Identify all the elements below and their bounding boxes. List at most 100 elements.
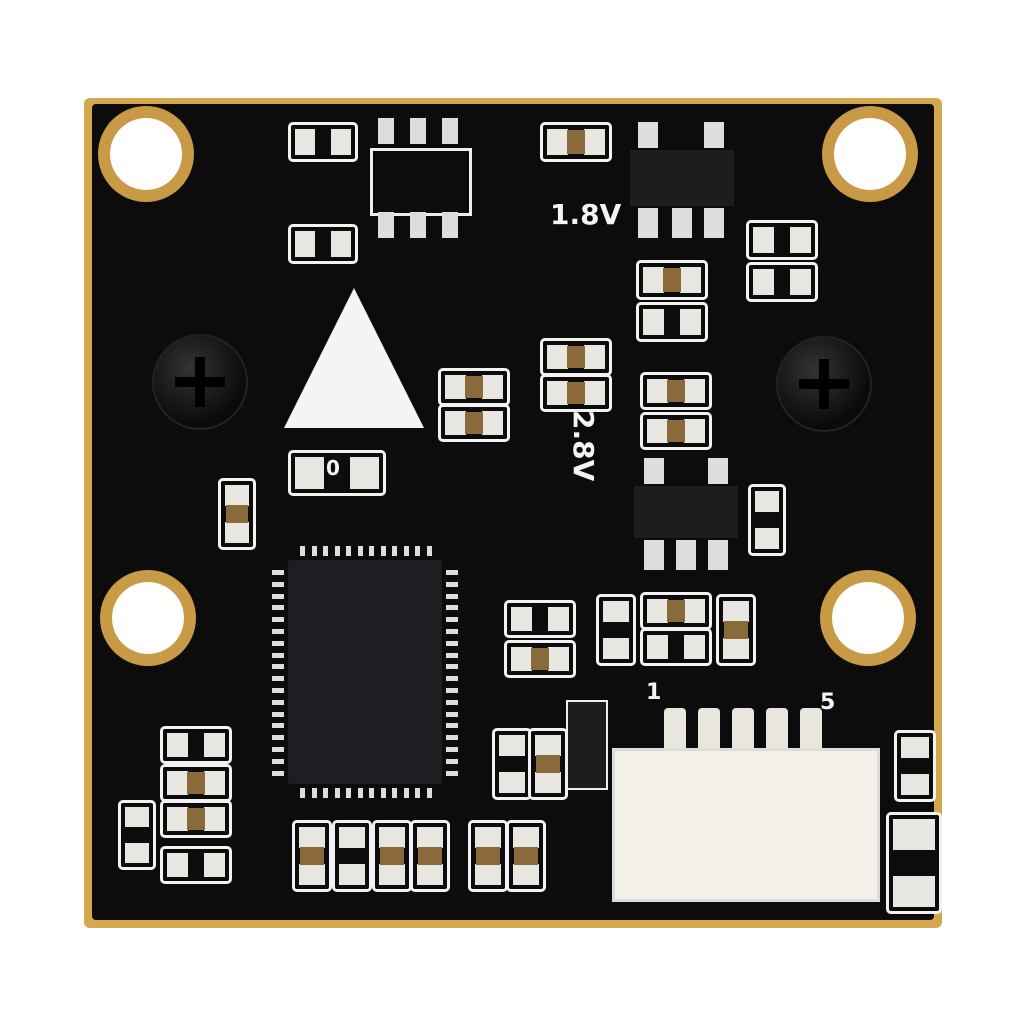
- qfn-pin: [392, 546, 397, 556]
- qfn-pin: [272, 652, 284, 658]
- qfn-pin: [272, 747, 284, 752]
- qfn-pin: [334, 546, 340, 556]
- ic-pin: [708, 458, 728, 484]
- ic-pin: [410, 212, 426, 238]
- smd-resistor: [288, 224, 358, 264]
- resistor-label-0: 0: [326, 456, 340, 480]
- mounting-hole-bottom-right: [820, 570, 916, 666]
- smd-capacitor: [438, 368, 510, 406]
- smd-resistor: [160, 846, 232, 884]
- voltage-label-1v8: 1.8V: [550, 198, 622, 231]
- connector-pin: [664, 708, 686, 754]
- qfn-pin: [415, 546, 420, 556]
- qfn-pin: [446, 770, 458, 776]
- smd-capacitor: [540, 374, 612, 412]
- qfn-pin: [446, 629, 458, 634]
- smd-capacitor: [716, 594, 756, 666]
- qfn-pin: [323, 788, 328, 798]
- smd-capacitor: [468, 820, 508, 892]
- smd-capacitor: [504, 640, 576, 678]
- smd-capacitor: [160, 764, 232, 802]
- smd-capacitor: [540, 122, 612, 162]
- qfn-pin: [272, 570, 284, 575]
- qfn-pin: [272, 676, 284, 682]
- mounting-hole-top-right: [822, 106, 918, 202]
- five-pin-connector: [612, 748, 880, 902]
- qfn-pin: [446, 581, 458, 587]
- smd-capacitor: [292, 820, 332, 892]
- ic-pin: [442, 212, 458, 238]
- ic-pin: [708, 540, 728, 570]
- qfn-pin: [346, 788, 351, 798]
- qfn-pin: [369, 546, 374, 556]
- screw-left-icon: [152, 334, 248, 430]
- qfn-pin: [415, 788, 420, 798]
- ic-pin: [676, 540, 696, 570]
- ic-pin: [378, 212, 394, 238]
- connector-pin: [732, 708, 754, 754]
- smd-capacitor: [640, 372, 712, 410]
- smd-capacitor: [540, 338, 612, 376]
- ic-pin: [410, 118, 426, 144]
- qfn-pin: [446, 711, 458, 717]
- ic-pin: [704, 122, 724, 148]
- main-controller-chip: [288, 560, 442, 784]
- smd-capacitor: [160, 800, 232, 838]
- qfn-pin: [446, 676, 458, 682]
- connector-pin-label-1: 1: [646, 680, 662, 705]
- qfn-pin: [272, 664, 284, 670]
- smd-capacitor: [506, 820, 546, 892]
- smd-resistor: [492, 728, 532, 800]
- regulator-ic-top: [630, 150, 734, 206]
- qfn-pin: [426, 546, 432, 556]
- qfn-pin: [446, 747, 458, 752]
- qfn-pin: [446, 688, 458, 693]
- ic-pin: [638, 122, 658, 148]
- smd-capacitor: [218, 478, 256, 550]
- ic-pin: [644, 540, 664, 570]
- qfn-pin: [272, 617, 284, 623]
- ic-pin: [442, 118, 458, 144]
- smd-capacitor: [640, 592, 712, 630]
- qfn-pin: [446, 605, 458, 611]
- smd-capacitor: [438, 404, 510, 442]
- ic-pin: [638, 208, 658, 238]
- qfn-pin: [446, 699, 458, 705]
- qfn-pin: [403, 788, 409, 798]
- regulator-ic-middle: [634, 486, 738, 538]
- qfn-pin: [357, 546, 363, 556]
- qfn-pin: [446, 735, 458, 741]
- qfn-pin: [300, 788, 305, 798]
- smd-resistor: [636, 302, 708, 342]
- qfn-pin: [380, 546, 386, 556]
- connector-pin-label-5: 5: [820, 690, 836, 715]
- qfn-pin: [272, 723, 284, 729]
- qfn-pin: [357, 788, 363, 798]
- smd-resistor: [118, 800, 156, 870]
- sot-ic-outline: [370, 148, 472, 216]
- qfn-pin: [369, 788, 374, 798]
- smd-capacitor: [372, 820, 412, 892]
- smd-resistor: [160, 726, 232, 764]
- smd-capacitor: [636, 260, 708, 300]
- qfn-pin: [346, 546, 351, 556]
- mounting-hole-bottom-left: [100, 570, 196, 666]
- screw-right-icon: [776, 336, 872, 432]
- qfn-pin: [272, 699, 284, 705]
- qfn-pin: [323, 546, 328, 556]
- esd-warning-icon: [284, 288, 424, 428]
- smd-resistor: [504, 600, 576, 638]
- smd-resistor: [746, 220, 818, 260]
- qfn-pin: [446, 758, 458, 764]
- qfn-pin: [272, 593, 284, 599]
- qfn-pin: [446, 617, 458, 623]
- ic-pin: [378, 118, 394, 144]
- zero-ohm-resistor: [288, 450, 386, 496]
- qfn-pin: [272, 605, 284, 611]
- qfn-pin: [300, 546, 305, 556]
- smd-capacitor: [528, 728, 568, 800]
- smd-capacitor: [410, 820, 450, 892]
- mounting-hole-top-left: [98, 106, 194, 202]
- qfn-pin: [426, 788, 432, 798]
- qfn-pin: [272, 711, 284, 717]
